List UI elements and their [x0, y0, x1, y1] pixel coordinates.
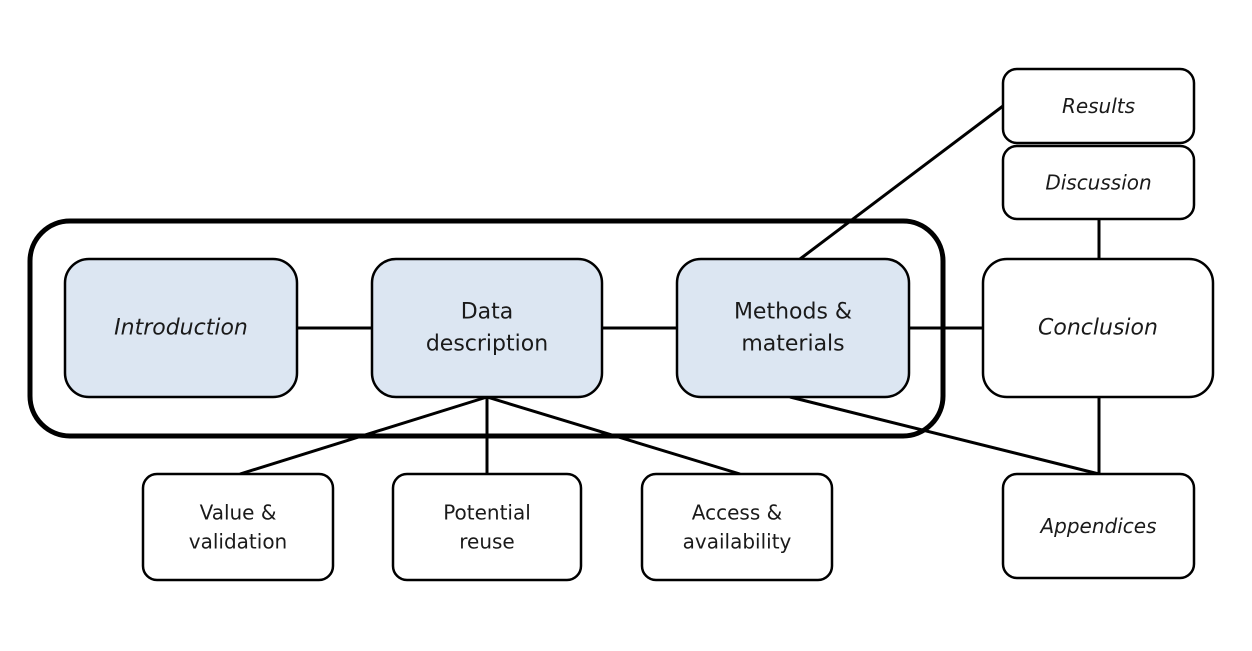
- node-conclusion-box: [981, 257, 1215, 399]
- node-appendices: Appendices: [1001, 472, 1196, 580]
- edge-methods-materials-to-results: [799, 104, 1004, 261]
- node-discussion: Discussion: [1001, 144, 1196, 221]
- node-appendices-label-line-1: Appendices: [1038, 514, 1156, 538]
- node-results: Results: [1001, 67, 1196, 145]
- node-conclusion: Conclusion: [981, 257, 1215, 399]
- node-discussion-label-line-1: Discussion: [1045, 171, 1151, 195]
- node-potential-reuse-label-line-1: Potential: [443, 501, 531, 525]
- node-data-description-label-line-1: Data: [461, 300, 514, 325]
- node-methods-materials-label-line-1: Methods &: [734, 300, 852, 325]
- node-value-validation: Value & validation: [141, 472, 335, 582]
- node-results-box: [1001, 67, 1196, 145]
- node-access-availability-label-line-2: availability: [683, 530, 792, 554]
- node-value-validation-label-line-1: Value &: [200, 501, 277, 525]
- node-value-validation-box: [141, 472, 335, 582]
- node-conclusion-label-line-1: Conclusion: [1038, 316, 1158, 341]
- node-access-availability-box: [640, 472, 834, 582]
- node-data-description: Data description: [370, 257, 604, 399]
- section-boxes: Introduction Data description Methods & mate…: [63, 67, 1215, 582]
- node-discussion-box: [1001, 144, 1196, 221]
- node-access-availability: Access & availability: [640, 472, 834, 582]
- node-methods-materials-label-line-2: materials: [741, 332, 844, 357]
- node-methods-materials: Methods & materials: [675, 257, 911, 399]
- node-potential-reuse-label-line-2: reuse: [459, 530, 515, 554]
- node-data-description-box: [370, 257, 604, 399]
- node-value-validation-label-line-2: validation: [189, 530, 287, 554]
- node-methods-materials-box: [675, 257, 911, 399]
- node-potential-reuse-box: [391, 472, 583, 582]
- node-access-availability-label-line-1: Access &: [692, 501, 782, 525]
- node-data-description-label-line-2: description: [426, 332, 548, 357]
- node-potential-reuse: Potential reuse: [391, 472, 583, 582]
- core-sections-frame: [27, 218, 946, 439]
- node-introduction-box: [63, 257, 299, 399]
- node-appendices-box: [1001, 472, 1196, 580]
- node-introduction-label-line-1: Introduction: [114, 316, 248, 341]
- connector-lines: [239, 104, 1101, 476]
- node-introduction: Introduction: [63, 257, 299, 399]
- edge-methods-materials-to-appendices: [789, 395, 1100, 476]
- node-results-label-line-1: Results: [1062, 94, 1135, 118]
